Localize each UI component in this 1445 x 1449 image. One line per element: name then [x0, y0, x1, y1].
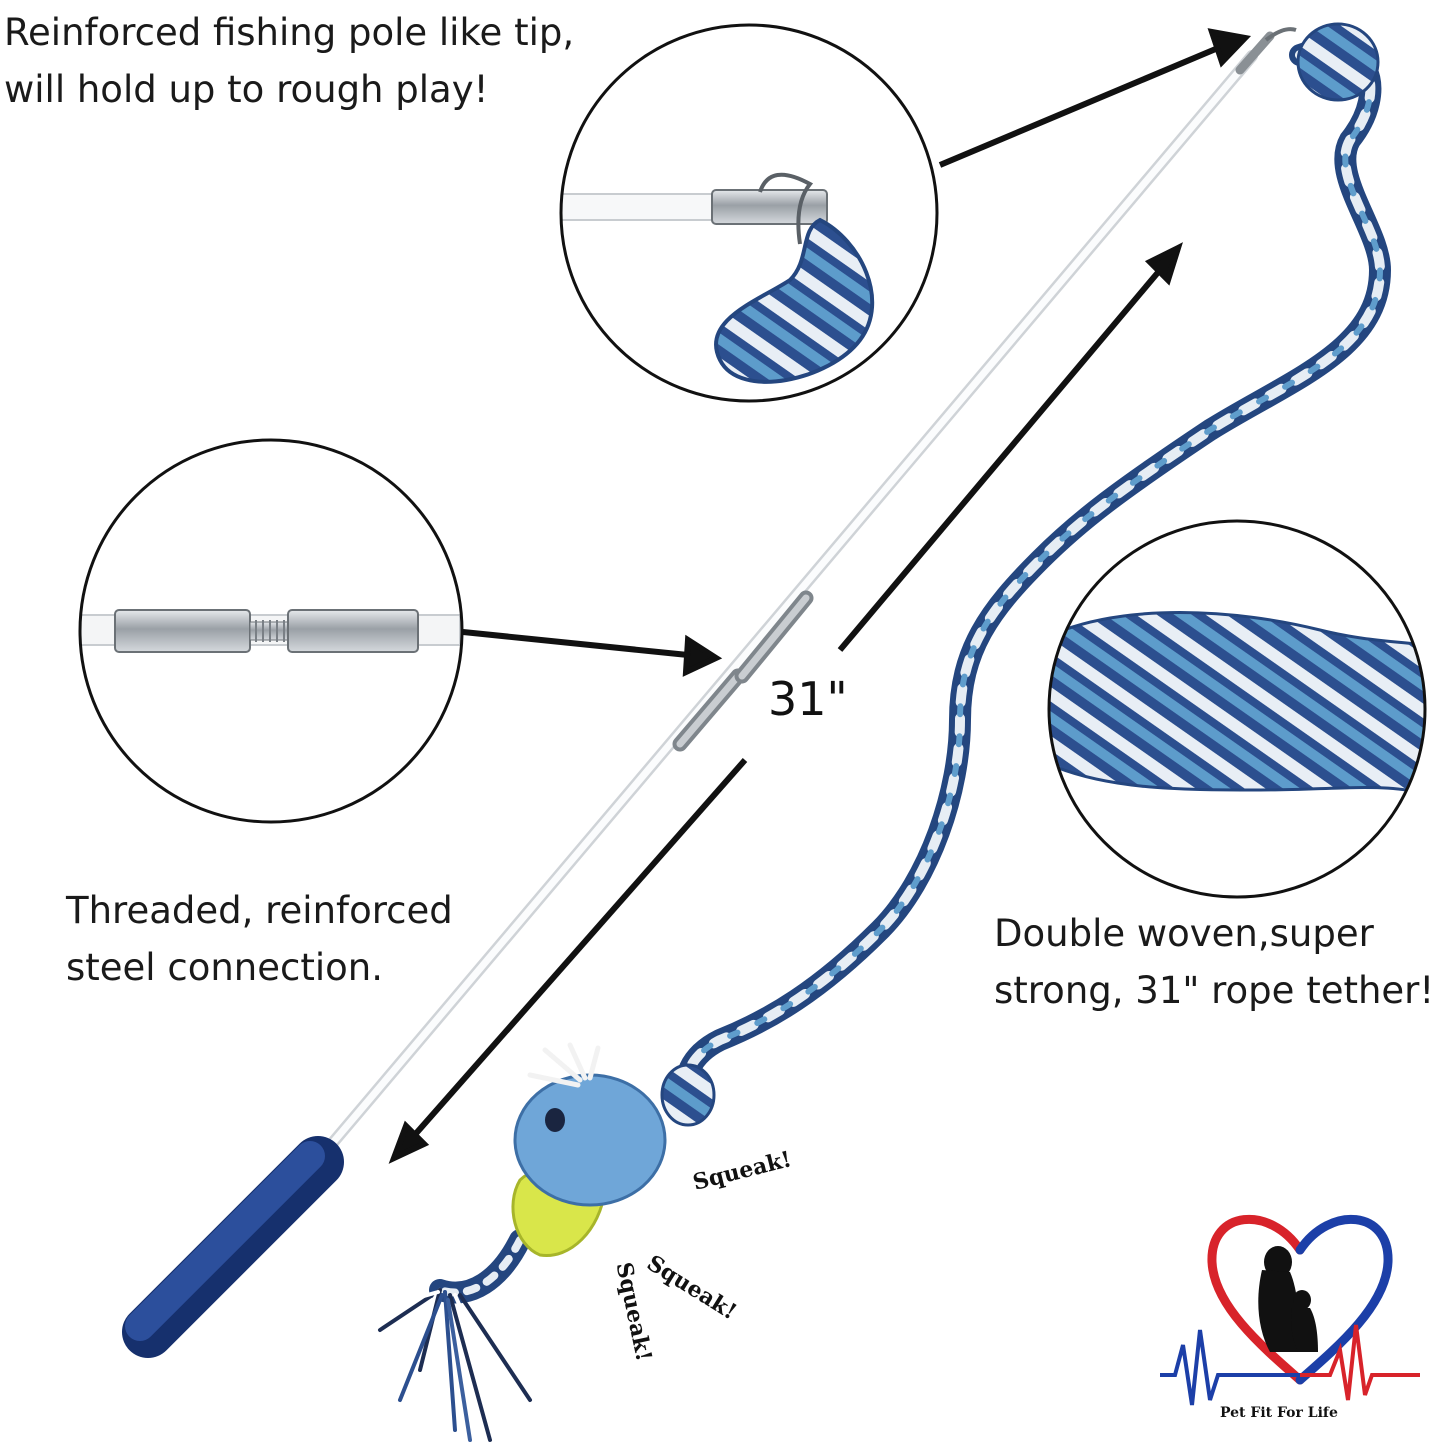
bird-squeaky-toy: [373, 1042, 667, 1442]
heartbeat-line-left: [1160, 1329, 1300, 1406]
heart-right-icon: [1295, 1214, 1393, 1385]
pole-tip-clip: [1235, 27, 1297, 75]
toy-feathers: [527, 1042, 601, 1088]
caption-line: Threaded, reinforced: [66, 889, 453, 932]
heart-left-icon: [1207, 1214, 1305, 1385]
detail-circle-rope: [1047, 519, 1427, 899]
toy-tassel: [373, 1229, 532, 1442]
caption-line: Double woven,super: [994, 912, 1374, 955]
toy-eye: [545, 1108, 565, 1132]
pole-connector: [672, 590, 814, 752]
caption-line: will hold up to rough play!: [4, 68, 489, 111]
length-label: 31": [768, 672, 848, 726]
caption-fishing-pole-tip: Reinforced fishing pole like tip, will h…: [4, 4, 574, 118]
toy-head: [513, 1073, 667, 1207]
heartbeat-line-right: [1300, 1324, 1420, 1401]
brand-name: Pet Fit For Life: [1220, 1405, 1338, 1421]
fishing-pole: [324, 27, 1297, 1152]
callout-arrows: [462, 28, 1252, 677]
detail-circle-tip: [559, 23, 939, 403]
detail-circle-connection: [78, 438, 464, 824]
caption-line: strong, 31" rope tether!: [994, 969, 1435, 1012]
dimension-arrows: [388, 242, 1183, 1164]
caption-line: steel connection.: [66, 946, 383, 989]
foam-handle: [122, 1136, 344, 1358]
rope-tether: [660, 22, 1392, 1127]
caption-steel-connection: Threaded, reinforced steel connection.: [66, 882, 453, 996]
caption-rope-tether: Double woven,super strong, 31" rope teth…: [994, 905, 1434, 1019]
brand-logo: [1160, 1214, 1420, 1406]
caption-line: Reinforced fishing pole like tip,: [4, 11, 575, 54]
dog-cat-silhouette-icon: [1258, 1246, 1318, 1352]
